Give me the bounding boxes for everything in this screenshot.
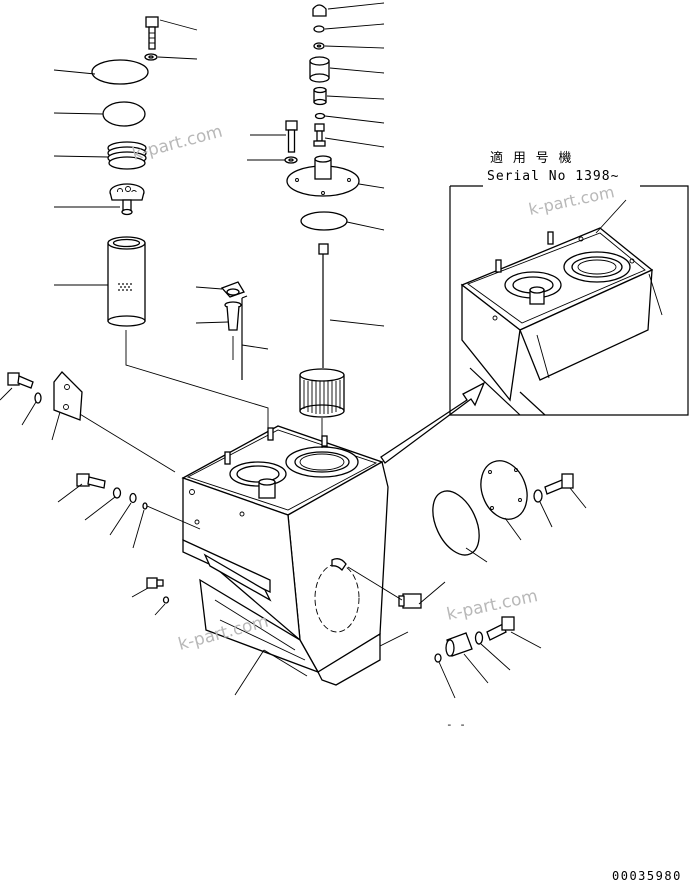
- mount-oring: [142, 502, 148, 510]
- strainer-cover: [286, 155, 360, 197]
- left-side-washer: [34, 392, 42, 404]
- serial-title-text: 適 用 号 機: [490, 150, 572, 166]
- left-side-bolt: [7, 372, 34, 389]
- right-cover-plate: [480, 460, 528, 520]
- drain-bolt: [486, 616, 515, 641]
- mount-washer-1: [112, 487, 122, 499]
- suction-strainer: [299, 368, 345, 418]
- right-washer: [533, 489, 543, 503]
- drain-plug: [398, 593, 422, 609]
- drawing-number: 00035980: [612, 869, 682, 881]
- breather-adapter: [224, 301, 242, 331]
- leader-lines-mid: [195, 286, 269, 350]
- leader-lines-left: [53, 19, 198, 286]
- right-bolt: [544, 473, 574, 495]
- cover-gasket: [102, 101, 146, 127]
- assembly-line-filter: [125, 330, 269, 437]
- leader-lines-small: [131, 587, 308, 696]
- drain-oring: [434, 653, 442, 663]
- assembly-line-left-bracket: [64, 404, 176, 473]
- watermark-2: k-part.com: [527, 182, 616, 219]
- mount-washer-2: [129, 492, 137, 504]
- center-cap: [312, 4, 327, 17]
- center-nut: [313, 86, 327, 106]
- center-oring-1: [313, 25, 325, 33]
- watermark-3: k-part.com: [445, 586, 540, 625]
- filter-valve: [109, 183, 145, 216]
- strainer-rod: [318, 243, 329, 368]
- center-spacer: [309, 56, 330, 83]
- tank-bracket: [53, 371, 83, 421]
- dipstick-rod: [241, 295, 248, 380]
- left-washer: [144, 53, 158, 61]
- filter-spring: [107, 141, 147, 170]
- center-washer: [313, 42, 325, 50]
- fragment-mark: - -: [446, 718, 466, 731]
- leader-lines-right: [347, 487, 587, 699]
- serial-number-text: Serial No 1398~: [487, 169, 619, 184]
- filter-element: [107, 236, 146, 327]
- small-oring: [162, 596, 170, 604]
- serial-inset: [449, 185, 689, 416]
- hydraulic-tank: [181, 425, 389, 686]
- center-oring-2: [314, 112, 326, 120]
- center-bolt: [285, 120, 298, 153]
- left-bolt: [145, 16, 159, 50]
- mount-bolt: [76, 473, 106, 489]
- drain-washer: [474, 631, 484, 645]
- leader-lines-left-side: [0, 387, 61, 441]
- watermark-1: k-part.com: [130, 122, 225, 165]
- breather-cap: [220, 281, 245, 298]
- filter-cover-plate: [91, 59, 149, 85]
- assembly-line-oring: [146, 505, 201, 530]
- center-bolt-washer: [284, 156, 298, 164]
- strainer-gasket: [300, 211, 348, 231]
- drain-fitting: [445, 632, 473, 657]
- small-plug: [146, 577, 164, 589]
- center-fitting: [313, 123, 326, 147]
- leader-lines-center: [247, 2, 385, 327]
- direction-arrow: [380, 381, 486, 464]
- right-gasket: [432, 490, 480, 556]
- leader-lines-mount: [57, 483, 145, 549]
